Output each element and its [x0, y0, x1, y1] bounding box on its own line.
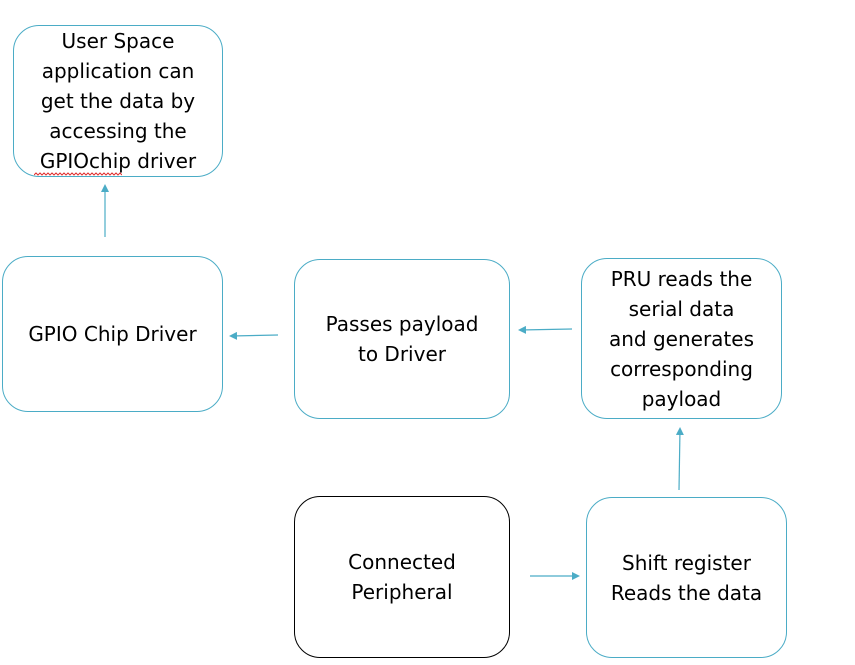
node-pru-reads: PRU reads the serial data and generates … — [581, 258, 782, 419]
arrow-shift-register-to-pru — [675, 427, 684, 491]
node-gpio-chip-driver-label: GPIO Chip Driver — [28, 322, 197, 346]
arrow-passes-payload-to-gpio-driver — [229, 331, 279, 340]
node-passes-payload: Passes payload to Driver — [294, 259, 510, 419]
node-pru-reads-label: PRU reads the serial data and generates … — [608, 266, 754, 411]
node-shift-register-label: Shift register Reads the data — [610, 550, 763, 605]
node-user-space: User Space application can get the data … — [13, 25, 223, 177]
node-connected-peripheral-label: Connected Peripheral — [348, 550, 456, 604]
spellcheck-underline — [34, 172, 122, 177]
arrow-pru-to-passes-payload — [518, 325, 573, 334]
node-connected-peripheral: Connected Peripheral — [294, 496, 510, 658]
node-user-space-label: User Space application can get the data … — [39, 29, 197, 173]
node-passes-payload-label: Passes payload to Driver — [325, 312, 479, 366]
node-gpio-chip-driver: GPIO Chip Driver — [2, 256, 223, 412]
node-shift-register: Shift register Reads the data — [586, 497, 787, 658]
